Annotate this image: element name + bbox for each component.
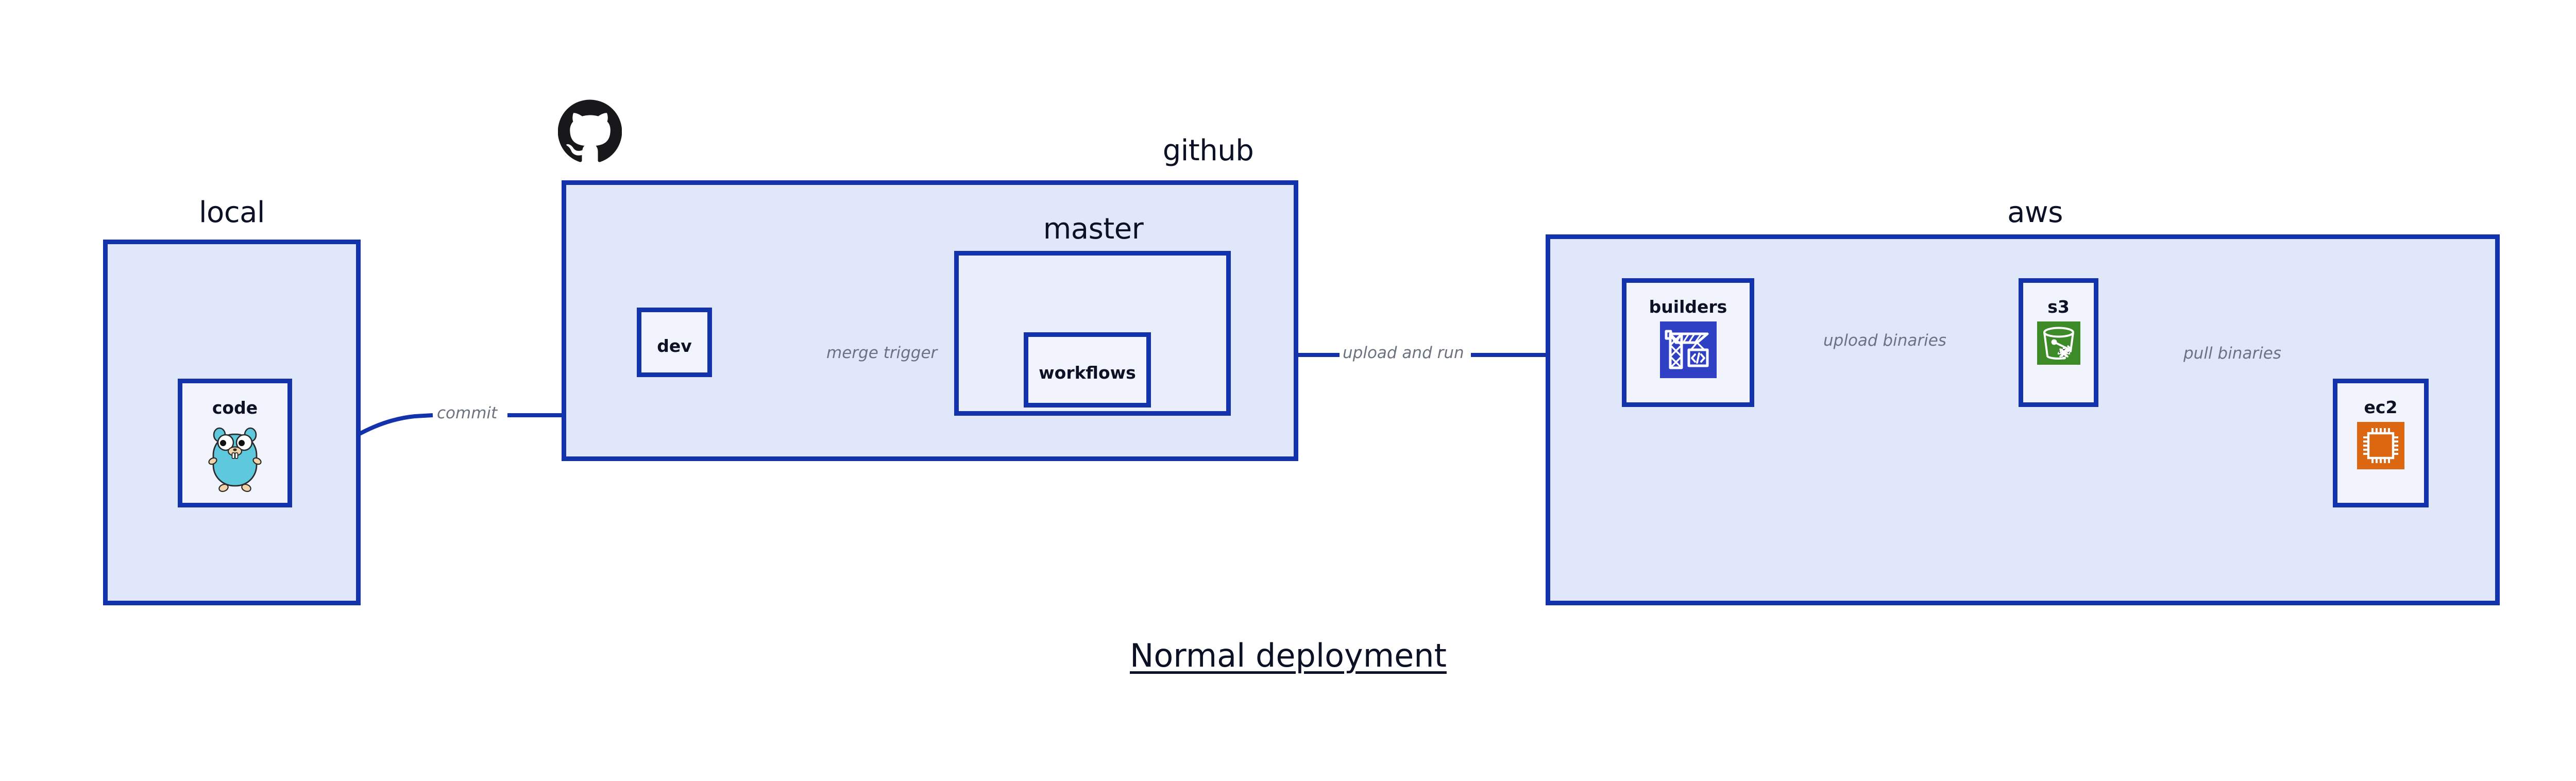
group-label-local: local bbox=[199, 196, 265, 229]
group-label-github: github bbox=[1162, 134, 1254, 167]
github-octocat-logo bbox=[558, 99, 622, 163]
group-label-aws: aws bbox=[2007, 196, 2063, 229]
page-title: Normal deployment bbox=[1130, 637, 1447, 674]
edge-label-upload-binaries: upload binaries bbox=[1820, 331, 1950, 350]
node-label-code: code bbox=[212, 398, 258, 418]
node-workflows[interactable]: workflows bbox=[1024, 332, 1151, 408]
aws-ec2-chip-icon bbox=[2357, 422, 2404, 469]
edge-label-commit: commit bbox=[434, 404, 501, 422]
node-ec2[interactable]: ec2 bbox=[2333, 379, 2429, 507]
aws-s3-bucket-icon bbox=[2037, 321, 2080, 365]
node-label-s3: s3 bbox=[2047, 297, 2070, 317]
node-label-builders: builders bbox=[1649, 297, 1727, 317]
node-code[interactable]: code bbox=[178, 379, 292, 507]
edge-label-pull-binaries: pull binaries bbox=[2180, 344, 2284, 363]
node-label-dev: dev bbox=[657, 336, 692, 356]
node-dev[interactable]: dev bbox=[637, 308, 712, 377]
group-label-master: master bbox=[1043, 212, 1144, 246]
node-builders[interactable]: builders bbox=[1622, 278, 1754, 407]
node-label-ec2: ec2 bbox=[2364, 397, 2398, 417]
node-label-workflows: workflows bbox=[1039, 363, 1136, 383]
aws-codebuild-crane-icon bbox=[1659, 321, 1717, 378]
go-gopher-icon bbox=[208, 427, 262, 493]
node-s3[interactable]: s3 bbox=[2019, 278, 2098, 407]
edge-label-merge-trigger: merge trigger bbox=[823, 344, 941, 362]
edge-label-upload-and-run: upload and run bbox=[1340, 344, 1467, 362]
